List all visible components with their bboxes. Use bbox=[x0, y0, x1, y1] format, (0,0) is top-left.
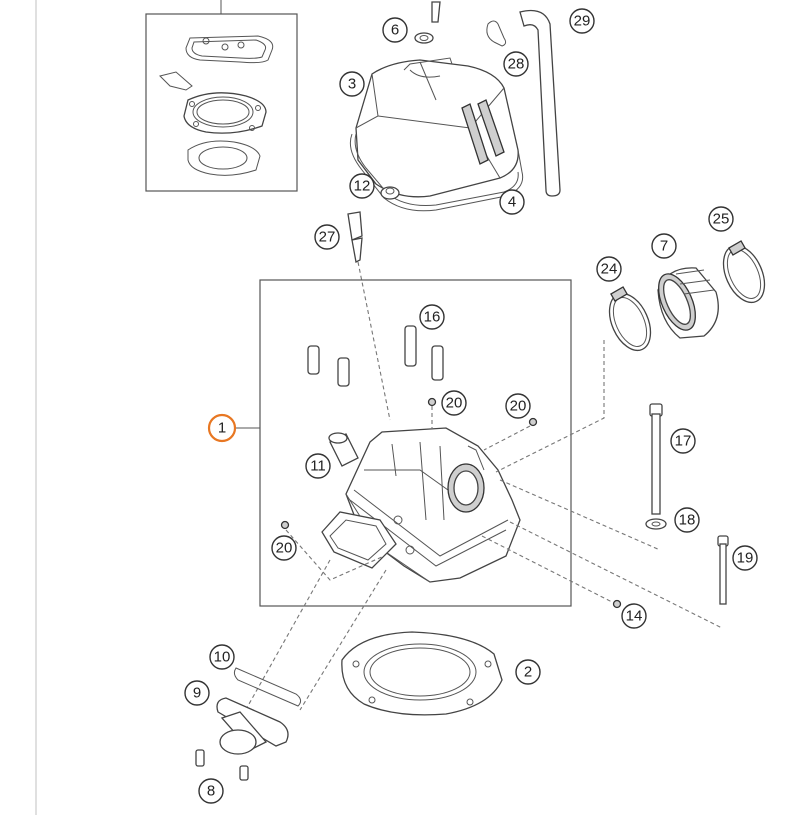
callout-1[interactable]: 1 bbox=[207, 413, 237, 443]
callout-20-left[interactable]: 20 bbox=[271, 535, 297, 561]
intake-boot bbox=[657, 267, 719, 339]
callout-25[interactable]: 25 bbox=[708, 206, 734, 232]
callout-19[interactable]: 19 bbox=[732, 545, 758, 571]
callout-3[interactable]: 3 bbox=[339, 71, 365, 97]
clamp-25 bbox=[722, 240, 766, 304]
flange-gasket bbox=[233, 667, 302, 707]
nut-12 bbox=[380, 186, 400, 200]
callout-label: 8 bbox=[207, 783, 215, 800]
callout-label: 24 bbox=[601, 261, 618, 278]
cylinder-head bbox=[321, 427, 521, 583]
callout-label: 6 bbox=[391, 22, 399, 39]
callout-label: 20 bbox=[510, 398, 527, 415]
screw-20-left bbox=[280, 520, 290, 530]
callout-label: 9 bbox=[193, 685, 201, 702]
callout-9[interactable]: 9 bbox=[184, 680, 210, 706]
callout-label: 18 bbox=[679, 512, 696, 529]
callout-17[interactable]: 17 bbox=[670, 428, 696, 454]
callout-label: 11 bbox=[310, 458, 326, 475]
callout-label: 1 bbox=[218, 420, 226, 437]
valve-guides bbox=[307, 325, 444, 387]
callout-7[interactable]: 7 bbox=[651, 233, 677, 259]
callout-label: 4 bbox=[508, 194, 516, 211]
callout-label: 3 bbox=[348, 76, 356, 93]
callout-20-top[interactable]: 20 bbox=[441, 390, 467, 416]
callout-label: 17 bbox=[675, 433, 692, 450]
breather-hose bbox=[519, 9, 561, 197]
callout-label: 29 bbox=[574, 13, 591, 30]
temperature-sensor bbox=[347, 211, 391, 421]
callout-label: 2 bbox=[524, 664, 532, 681]
callout-label: 16 bbox=[424, 309, 441, 326]
valve-cover-gasket bbox=[349, 133, 524, 212]
callout-27[interactable]: 27 bbox=[314, 224, 340, 250]
callout-20-right[interactable]: 20 bbox=[505, 393, 531, 419]
callout-29[interactable]: 29 bbox=[569, 8, 595, 34]
hose-clip bbox=[486, 20, 507, 47]
screw-14 bbox=[612, 599, 622, 609]
bushing-11 bbox=[328, 432, 359, 467]
callout-10[interactable]: 10 bbox=[209, 644, 235, 670]
callout-label: 25 bbox=[713, 211, 730, 228]
callout-label: 28 bbox=[508, 56, 525, 73]
callout-label: 20 bbox=[276, 540, 293, 557]
gasket-kit-inset bbox=[145, 0, 298, 192]
leader-lines bbox=[239, 340, 723, 779]
screw-6 bbox=[414, 1, 441, 44]
valve-cover bbox=[355, 57, 519, 198]
callout-label: 10 bbox=[214, 649, 231, 666]
callout-12[interactable]: 12 bbox=[349, 173, 375, 199]
head-gasket bbox=[341, 631, 503, 716]
callout-11[interactable]: 11 bbox=[305, 453, 331, 479]
callout-16[interactable]: 16 bbox=[419, 304, 445, 330]
callout-label: 19 bbox=[737, 550, 754, 567]
callout-2[interactable]: 2 bbox=[515, 659, 541, 685]
stud-17 bbox=[649, 403, 663, 515]
callout-28[interactable]: 28 bbox=[503, 51, 529, 77]
screw-20-top bbox=[427, 397, 437, 407]
callout-4[interactable]: 4 bbox=[499, 189, 525, 215]
bolt-19 bbox=[717, 535, 729, 605]
callout-18[interactable]: 18 bbox=[674, 507, 700, 533]
intake-flange bbox=[216, 697, 289, 755]
callout-label: 14 bbox=[626, 608, 643, 625]
callout-label: 7 bbox=[660, 238, 668, 255]
callout-6[interactable]: 6 bbox=[382, 17, 408, 43]
callout-label: 20 bbox=[446, 395, 463, 412]
callout-8[interactable]: 8 bbox=[198, 778, 224, 804]
cylinder-head-frame bbox=[259, 279, 572, 607]
screws-8 bbox=[195, 749, 249, 781]
washer-18 bbox=[645, 518, 667, 530]
callout-14[interactable]: 14 bbox=[621, 603, 647, 629]
screw-20-right bbox=[528, 417, 538, 427]
callout-label: 27 bbox=[319, 229, 336, 246]
callout-24[interactable]: 24 bbox=[596, 256, 622, 282]
callout-label: 12 bbox=[354, 178, 371, 195]
clamp-24 bbox=[608, 286, 652, 352]
